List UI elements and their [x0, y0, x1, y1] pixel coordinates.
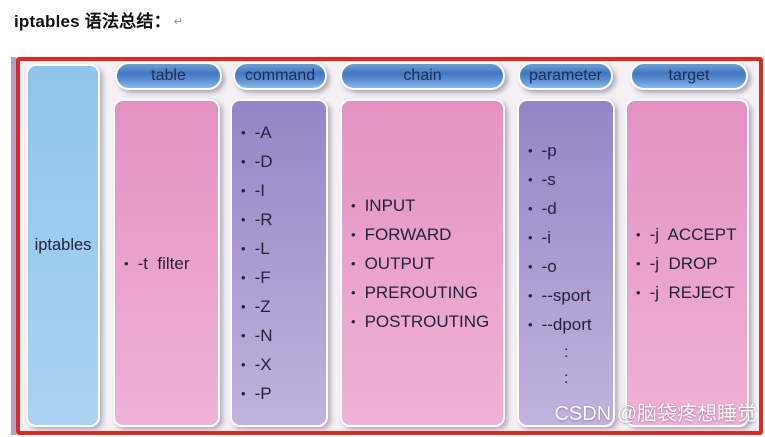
list-item: -R: [241, 205, 324, 234]
list-item: -o: [528, 252, 611, 281]
list-item: -F: [241, 263, 324, 292]
list-item: --dport: [528, 310, 611, 339]
list-item: -P: [241, 379, 324, 408]
list-item: POSTROUTING: [351, 307, 501, 336]
list-item: PREROUTING: [351, 278, 501, 307]
column-body-chain: INPUTFORWARDOUTPUTPREROUTINGPOSTROUTING: [340, 99, 505, 427]
list-item: -A: [241, 118, 324, 147]
list-item: OUTPUT: [351, 249, 501, 278]
list-item: -d: [528, 194, 611, 223]
column-body-parameter: -p-s-d-i-o--sport--dport::: [517, 99, 615, 427]
paragraph-return-icon: ↵: [173, 16, 184, 28]
left-accent-strip: [11, 57, 16, 435]
column-list-command: -A-D-I-R-L-F-Z-N-X-P: [232, 101, 326, 425]
column-header-target: target: [630, 62, 748, 90]
list-item: -I: [241, 176, 324, 205]
page-title-text: iptables 语法总结：: [14, 12, 171, 31]
page-title: iptables 语法总结：↵: [14, 7, 183, 32]
watermark: CSDN @脑袋疼想睡觉: [554, 403, 757, 425]
list-item: -j DROP: [636, 249, 745, 278]
column-list-parameter: -p-s-d-i-o--sport--dport::: [519, 101, 613, 425]
column-body-target: -j ACCEPT-j DROP-j REJECT: [625, 99, 749, 427]
list-item: :: [564, 369, 569, 387]
list-item: -L: [241, 234, 324, 263]
column-header-parameter: parameter: [518, 62, 613, 90]
column-list-chain: INPUTFORWARDOUTPUTPREROUTINGPOSTROUTING: [342, 101, 503, 425]
list-item: -D: [241, 147, 324, 176]
column-header-table: table: [115, 62, 222, 90]
list-item: --sport: [528, 281, 611, 310]
list-item: -j REJECT: [636, 278, 745, 307]
root-node-iptables: iptables: [26, 64, 100, 427]
column-header-command: command: [233, 62, 327, 90]
column-list-table: -t filter: [115, 101, 218, 425]
column-header-chain: chain: [340, 62, 505, 90]
list-item: -t filter: [124, 249, 216, 278]
list-item: -X: [241, 350, 324, 379]
list-item: FORWARD: [351, 220, 501, 249]
list-item: -N: [241, 321, 324, 350]
column-body-command: -A-D-I-R-L-F-Z-N-X-P: [230, 99, 328, 427]
list-item: :: [564, 343, 569, 361]
list-item: INPUT: [351, 191, 501, 220]
list-item: -j ACCEPT: [636, 220, 745, 249]
list-item: -Z: [241, 292, 324, 321]
column-list-target: -j ACCEPT-j DROP-j REJECT: [627, 101, 747, 425]
list-item: -i: [528, 223, 611, 252]
list-item: -p: [528, 136, 611, 165]
column-body-table: -t filter: [113, 99, 220, 427]
root-node-label: iptables: [34, 236, 92, 254]
list-item: -s: [528, 165, 611, 194]
